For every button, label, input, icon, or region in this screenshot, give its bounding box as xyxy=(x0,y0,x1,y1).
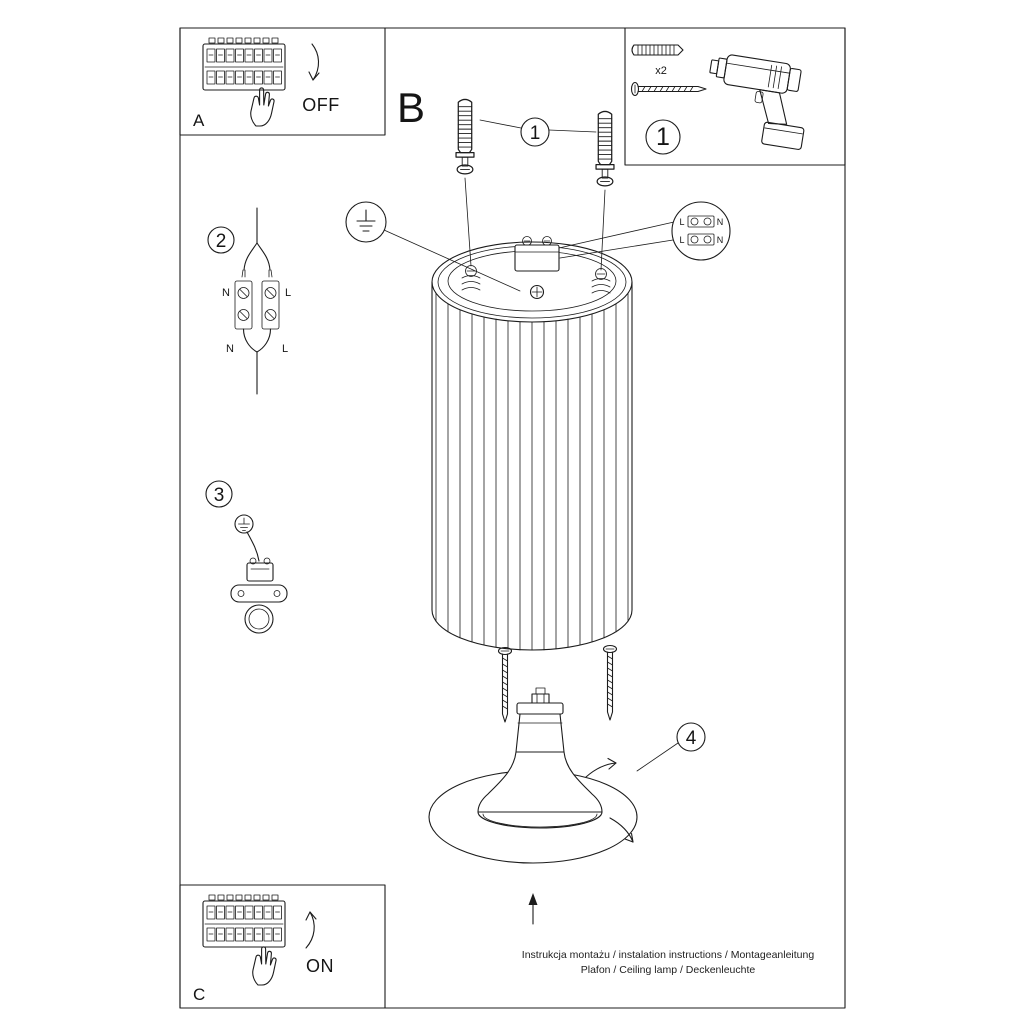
step-4-label: 4 xyxy=(686,728,697,749)
footer-line-1: Instrukcja montażu / instalation instruc… xyxy=(522,949,815,961)
insert-arrow-icon xyxy=(528,893,538,925)
guide-line-left xyxy=(464,177,472,267)
anchor-screws: 1 xyxy=(455,98,615,271)
step-1-label: 1 xyxy=(530,123,541,144)
screw-left-icon xyxy=(497,646,513,723)
step-3-label: 3 xyxy=(214,485,225,506)
wall-plug-icon xyxy=(631,44,684,56)
flute-lines xyxy=(435,292,629,651)
step-2-label: 2 xyxy=(216,231,227,252)
screw-icon xyxy=(630,81,707,97)
junction-box-icon xyxy=(514,236,560,272)
wiring-diagram xyxy=(234,207,280,395)
panel-c-box xyxy=(179,884,386,1009)
switch-on-arrow-icon xyxy=(305,911,317,949)
footer: Instrukcja montażu / instalation instruc… xyxy=(522,949,815,976)
step-2: 2 N L N L xyxy=(207,207,291,395)
terminal-label-bottom-left: N xyxy=(226,343,234,355)
toolbox: x2 1 xyxy=(624,27,846,166)
toolbox-step-badge: 1 xyxy=(645,119,681,155)
ground-wire xyxy=(246,531,260,562)
sheet-border xyxy=(179,27,846,1009)
breaker-panel-icon xyxy=(202,894,286,948)
lamp-socket-icon xyxy=(515,687,565,753)
guide-line-right xyxy=(600,189,606,271)
plug-count-label: x2 xyxy=(655,65,667,77)
step-3: 3 xyxy=(205,480,288,634)
spring-terminal-right-icon xyxy=(591,268,611,294)
toolbox-box xyxy=(624,27,846,166)
toolbox-step-label: 1 xyxy=(656,123,670,151)
screw-right-icon xyxy=(602,644,618,721)
spring-terminal-left-icon xyxy=(461,265,481,291)
callout-row2-right: N xyxy=(717,235,724,245)
footer-line-2: Plafon / Ceiling lamp / Deckenleuchte xyxy=(581,964,756,976)
rotate-arrow-bottom-icon xyxy=(609,817,634,843)
center-screw-icon xyxy=(529,284,545,300)
panel-c: C ON xyxy=(179,884,386,1009)
panel-a-state: OFF xyxy=(302,95,340,115)
step-4-callout: 4 xyxy=(636,722,706,772)
socket-assembly: 4 xyxy=(428,687,706,864)
panel-a-label: A xyxy=(193,111,205,130)
terminal-callout: L N L N xyxy=(558,201,731,261)
panel-a-box xyxy=(179,27,386,136)
section-b-label: B xyxy=(397,84,425,131)
terminal-block-left xyxy=(234,280,253,330)
cone-shade-icon xyxy=(477,751,603,829)
ground-callout xyxy=(345,201,521,292)
ground-screw-icon xyxy=(234,514,254,534)
panel-c-state: ON xyxy=(306,956,334,976)
terminal-label-bottom-right: L xyxy=(282,343,288,355)
terminal-callout-blocks xyxy=(687,215,715,246)
hand-icon xyxy=(250,87,275,127)
ground-icon xyxy=(356,209,376,232)
terminal-block-right xyxy=(261,280,280,330)
callout-row1-right: N xyxy=(717,217,724,227)
callout-row2-left: L xyxy=(679,235,684,245)
rotate-arrow-top-icon xyxy=(585,757,617,778)
callout-row1-left: L xyxy=(679,217,684,227)
mounting-bracket-icon xyxy=(230,557,288,634)
switch-off-arrow-icon xyxy=(308,43,320,81)
step-1-callout: 1 xyxy=(479,117,597,147)
drill-icon xyxy=(709,54,805,150)
terminal-label-top-right: L xyxy=(285,287,291,299)
panel-a: A OFF xyxy=(179,27,386,136)
panel-c-label: C xyxy=(193,985,205,1004)
terminal-label-top-left: N xyxy=(222,287,230,299)
breaker-panel-icon xyxy=(202,37,286,91)
wall-plug-screw-right-icon xyxy=(595,110,615,187)
lamp-shade xyxy=(431,236,633,651)
wall-plug-screw-left-icon xyxy=(455,98,475,175)
hand-icon xyxy=(252,946,277,986)
